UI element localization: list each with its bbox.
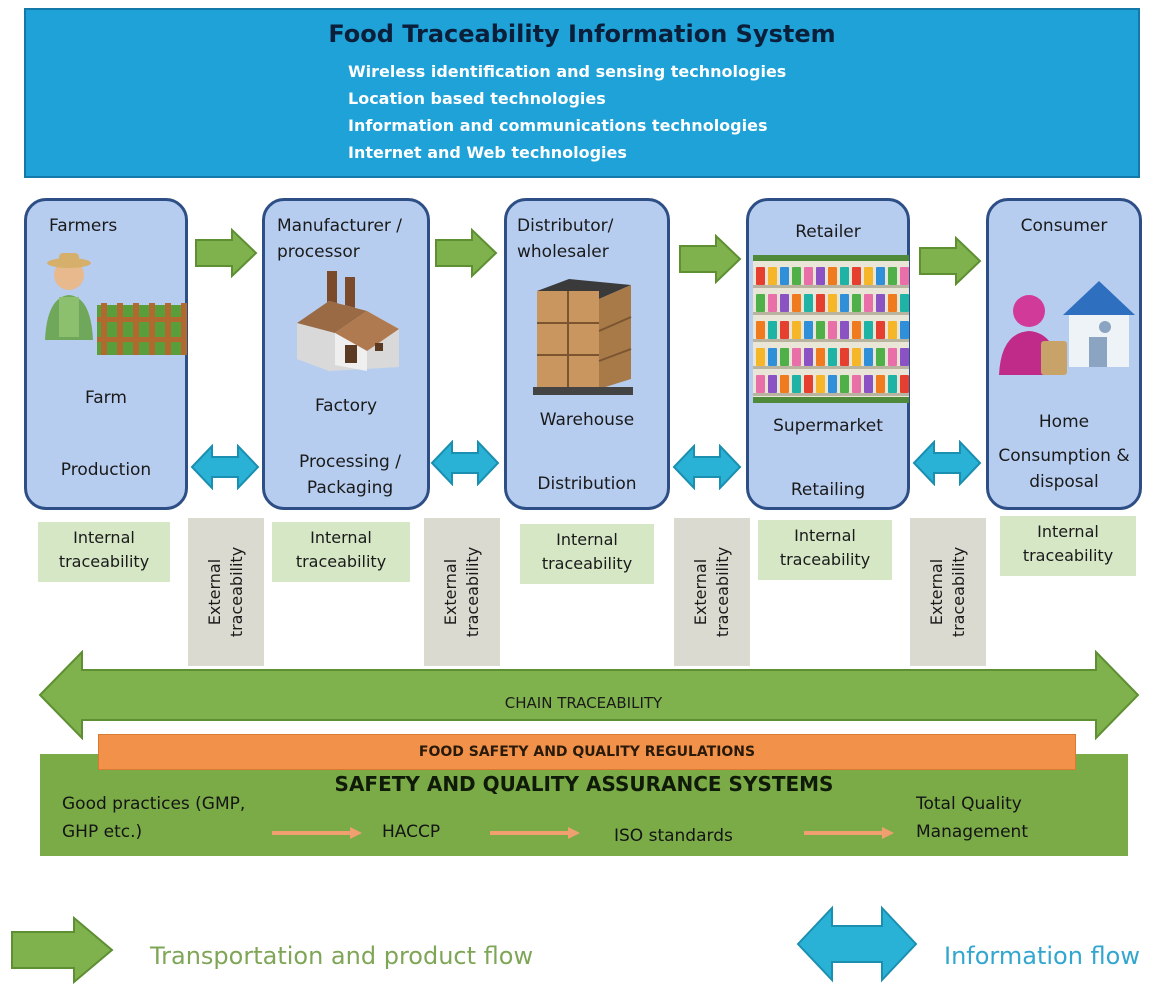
qa-step: ISO standards <box>614 826 733 846</box>
stage-title: Consumer <box>1020 216 1108 236</box>
stage-activity: Processing / Packaging <box>299 452 401 498</box>
stage-place: Supermarket <box>773 416 883 436</box>
product-flow-arrow <box>435 228 498 278</box>
quality-assurance-title: SAFETY AND QUALITY ASSURANCE SYSTEMS <box>334 772 834 796</box>
technology-item: Information and communications technolog… <box>348 116 768 135</box>
qa-progress-arrow <box>490 827 580 839</box>
product-flow-arrow <box>195 228 258 278</box>
factory-icon <box>297 271 399 371</box>
stage-distributor: Distributor/ wholesaler Warehouse Distri… <box>504 198 670 510</box>
stage-title: Distributor/ wholesaler <box>517 216 614 262</box>
qa-step: HACCP <box>382 822 441 842</box>
legend-product-arrow-icon <box>11 916 114 984</box>
information-flow-arrow <box>190 444 260 490</box>
stage-place: Factory <box>314 396 378 416</box>
legend-product-flow-label: Transportation and product flow <box>150 942 534 970</box>
external-traceability-label: External traceability <box>910 518 986 666</box>
internal-traceability-label: Internal traceability <box>1000 516 1136 576</box>
technology-list: Wireless identification and sensing tech… <box>348 58 786 166</box>
external-traceability-label: External traceability <box>424 518 500 666</box>
internal-traceability-label: Internal traceability <box>520 524 654 584</box>
regulations-banner: FOOD SAFETY AND QUALITY REGULATIONS <box>98 734 1076 770</box>
legend-information-flow-label: Information flow <box>944 942 1140 970</box>
external-traceability-text: External traceability <box>927 546 968 638</box>
quality-assurance-panel <box>40 754 1128 856</box>
product-flow-arrow <box>679 234 742 284</box>
information-flow-arrow <box>672 444 742 490</box>
stage-consumer: Consumer Home Consumption & disposal <box>986 198 1142 510</box>
information-flow-arrow <box>430 440 500 486</box>
chain-traceability-arrow <box>38 650 1140 740</box>
stage-title: Farmers <box>49 216 118 236</box>
external-traceability-label: External traceability <box>674 518 750 666</box>
legend-information-arrow-icon <box>796 905 918 983</box>
stage-activity: Production <box>60 460 152 480</box>
header-banner: Food Traceability Information System Wir… <box>24 8 1140 178</box>
stage-title: Manufacturer / processor <box>277 216 403 262</box>
product-flow-arrow <box>919 236 982 286</box>
qa-progress-arrow <box>272 827 362 839</box>
stage-place: Home <box>1038 412 1090 432</box>
warehouse-boxes-icon <box>533 279 633 395</box>
internal-traceability-label: Internal traceability <box>758 520 892 580</box>
stage-place: Warehouse <box>539 410 635 430</box>
technology-item: Location based technologies <box>348 89 606 108</box>
information-flow-arrow <box>912 440 982 486</box>
stage-place: Farm <box>85 388 127 408</box>
stage-activity: Retailing <box>790 480 866 500</box>
technology-item: Internet and Web technologies <box>348 143 627 162</box>
external-traceability-label: External traceability <box>188 518 264 666</box>
consumer-home-icon <box>999 281 1135 375</box>
qa-step: Total Quality Management <box>916 794 1028 842</box>
technology-item: Wireless identification and sensing tech… <box>348 62 787 81</box>
stage-retailer: Retailer Supermarket Retailing <box>746 198 910 510</box>
chain-traceability-label: CHAIN TRACEABILITY <box>504 694 663 712</box>
stage-title: Retailer <box>795 222 861 242</box>
farmer-farm-icon <box>45 253 187 355</box>
internal-traceability-label: Internal traceability <box>272 522 410 582</box>
qa-step: Good practices (GMP, GHP etc.) <box>62 794 246 842</box>
external-traceability-text: External traceability <box>691 546 732 638</box>
qa-progress-arrow <box>804 827 894 839</box>
stage-activity: Distribution <box>537 474 637 494</box>
external-traceability-text: External traceability <box>441 546 482 638</box>
diagram-title: Food Traceability Information System <box>328 20 836 48</box>
stage-activity: Consumption & disposal <box>998 446 1130 492</box>
stage-manufacturer: Manufacturer / processor Factory Process… <box>262 198 430 510</box>
external-traceability-text: External traceability <box>205 546 246 638</box>
stage-farmers: Farmers Farm Production <box>24 198 188 510</box>
supermarket-shelf-icon <box>753 255 909 403</box>
internal-traceability-label: Internal traceability <box>38 522 170 582</box>
